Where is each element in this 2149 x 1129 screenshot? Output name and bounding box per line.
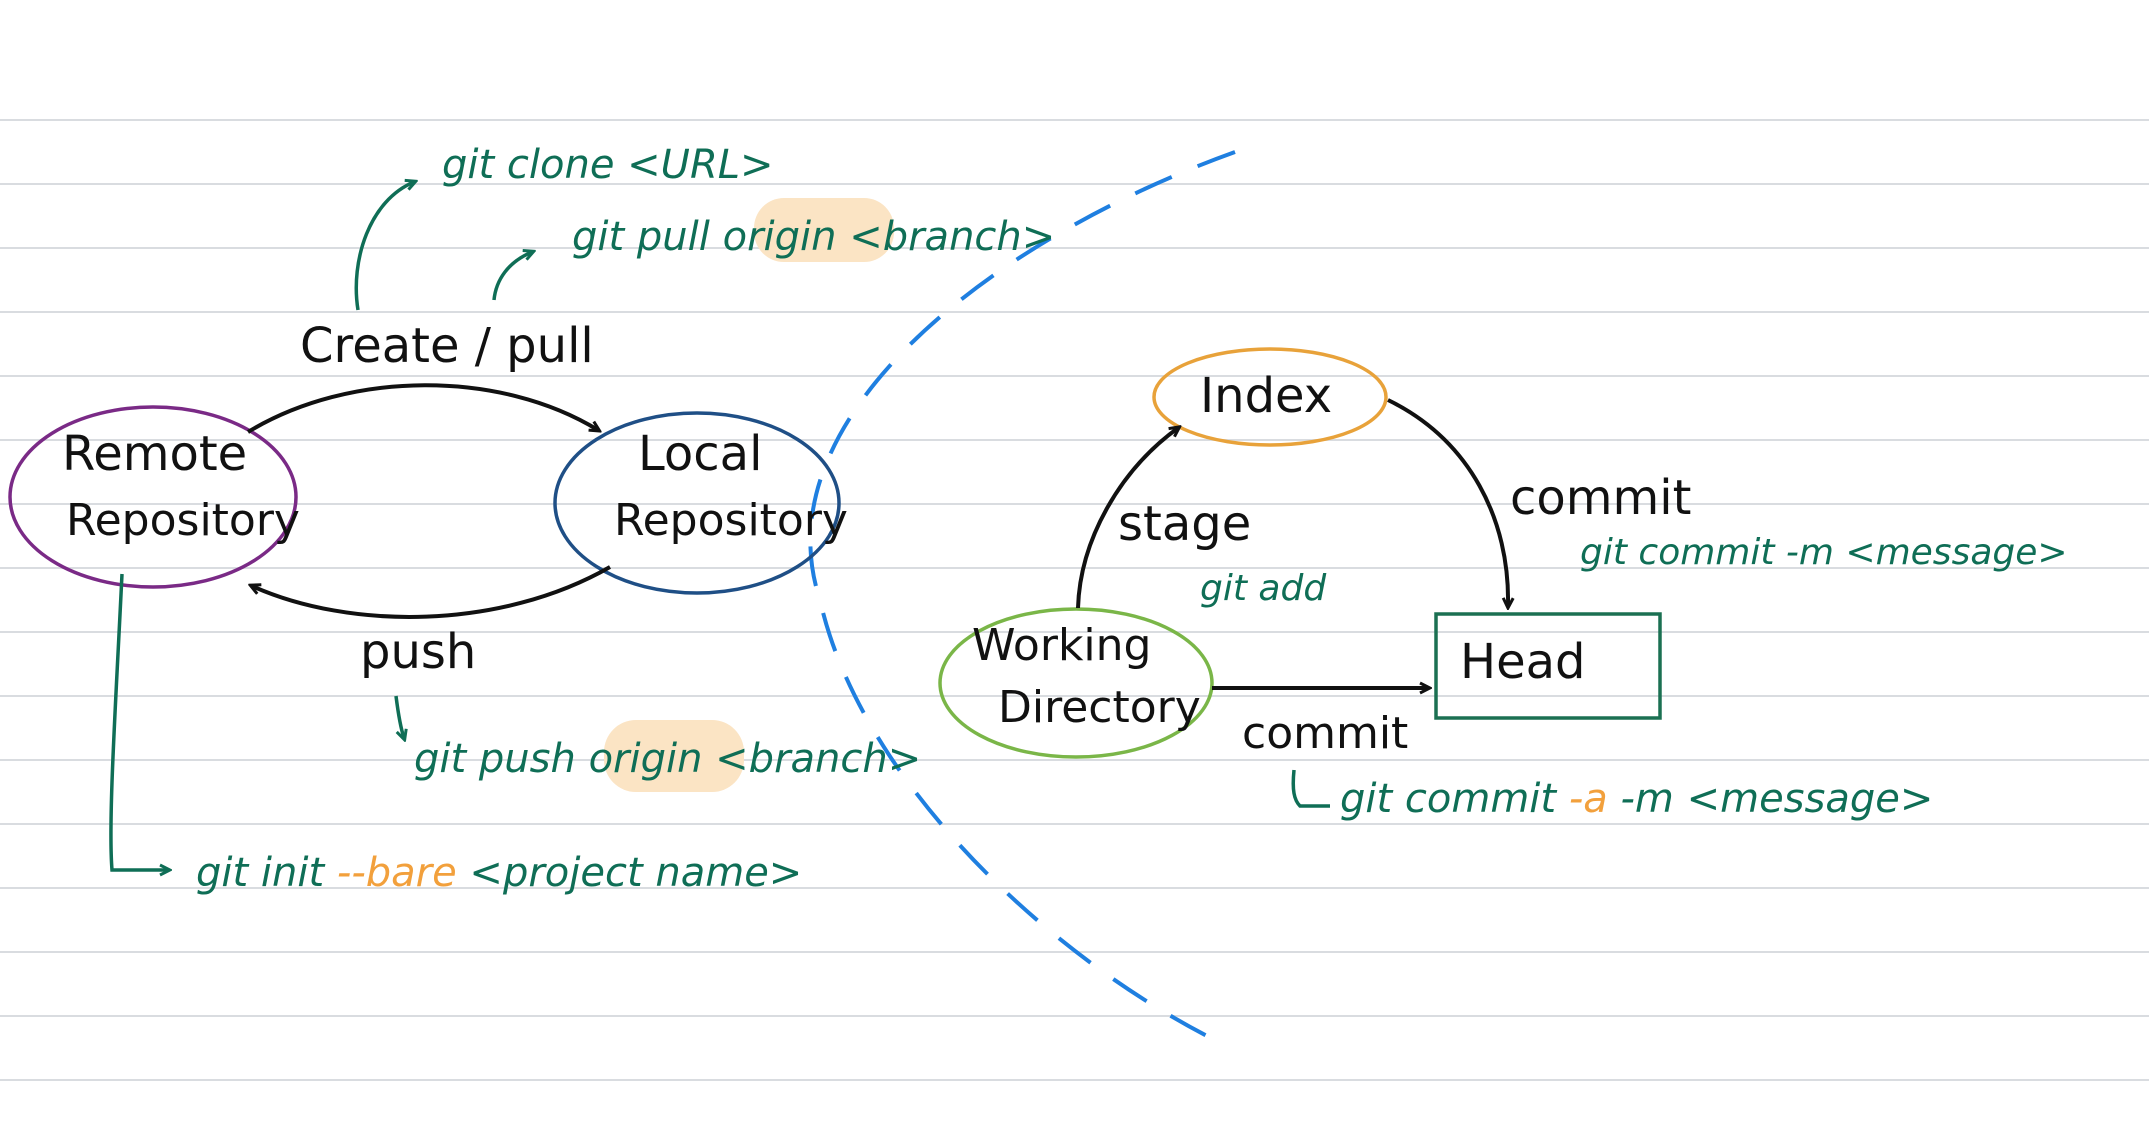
head-label: Head bbox=[1460, 634, 1586, 690]
git-commit-a-flag: -a bbox=[1569, 776, 1608, 822]
git-pull-prefix: git pull bbox=[572, 214, 723, 260]
git-push-origin: origin bbox=[589, 736, 703, 782]
clone-pointer bbox=[354, 182, 414, 311]
git-init-suffix: <project name> bbox=[457, 850, 803, 896]
remote-repository-line1: Remote bbox=[62, 426, 247, 482]
head-node: Head bbox=[1434, 612, 1662, 720]
commit-bottom-label: commit bbox=[1242, 708, 1408, 759]
git-init-bare-flag: --bare bbox=[337, 850, 457, 896]
git-push-command: git push origin <branch> bbox=[414, 736, 921, 782]
stage-arrow bbox=[1076, 428, 1178, 609]
git-clone-command: git clone <URL> bbox=[442, 142, 774, 188]
stage-label: stage bbox=[1118, 496, 1251, 552]
init-pointer bbox=[109, 573, 168, 870]
create-pull-label: Create / pull bbox=[300, 318, 594, 374]
git-commit-a-suffix: -m <message> bbox=[1608, 776, 1934, 822]
git-push-prefix: git push bbox=[414, 736, 589, 782]
push-pointer bbox=[394, 695, 404, 738]
working-directory-line1: Working bbox=[972, 620, 1151, 671]
push-label: push bbox=[360, 624, 476, 680]
git-add-command: git add bbox=[1200, 568, 1327, 609]
push-origin-highlight bbox=[604, 720, 744, 792]
git-commit-a-prefix: git commit bbox=[1340, 776, 1569, 822]
git-commit-a-command: git commit -a -m <message> bbox=[1340, 776, 1933, 822]
local-repository-node: Local Repository bbox=[553, 411, 848, 595]
working-directory-line2: Directory bbox=[998, 682, 1201, 733]
commit-top-label: commit bbox=[1510, 470, 1691, 526]
remote-repository-node: Remote Repository bbox=[8, 405, 300, 589]
remote-repository-line2: Repository bbox=[66, 495, 300, 546]
git-commit-m-command: git commit -m <message> bbox=[1580, 532, 2068, 573]
local-repository-line2: Repository bbox=[614, 495, 848, 546]
dashed-divider bbox=[808, 150, 1236, 1047]
pull-origin-highlight bbox=[754, 198, 894, 262]
push-arrow bbox=[252, 565, 611, 619]
git-push-suffix: <branch> bbox=[702, 736, 921, 782]
index-label: Index bbox=[1200, 368, 1332, 424]
pull-pointer bbox=[492, 252, 532, 301]
working-directory-node: Working Directory bbox=[938, 607, 1214, 759]
git-pull-suffix: <branch> bbox=[836, 214, 1055, 260]
commit-a-pointer bbox=[1291, 769, 1330, 808]
git-pull-origin: origin bbox=[723, 214, 837, 260]
git-init-prefix: git init bbox=[196, 850, 337, 896]
index-node: Index bbox=[1152, 347, 1388, 447]
git-init-command: git init --bare <project name> bbox=[196, 850, 802, 896]
create-pull-arrow bbox=[246, 383, 598, 434]
local-repository-line1: Local bbox=[638, 426, 762, 482]
git-pull-command: git pull origin <branch> bbox=[572, 214, 1055, 260]
commit-index-head-arrow bbox=[1387, 398, 1508, 606]
ruled-lines bbox=[0, 119, 2149, 1081]
